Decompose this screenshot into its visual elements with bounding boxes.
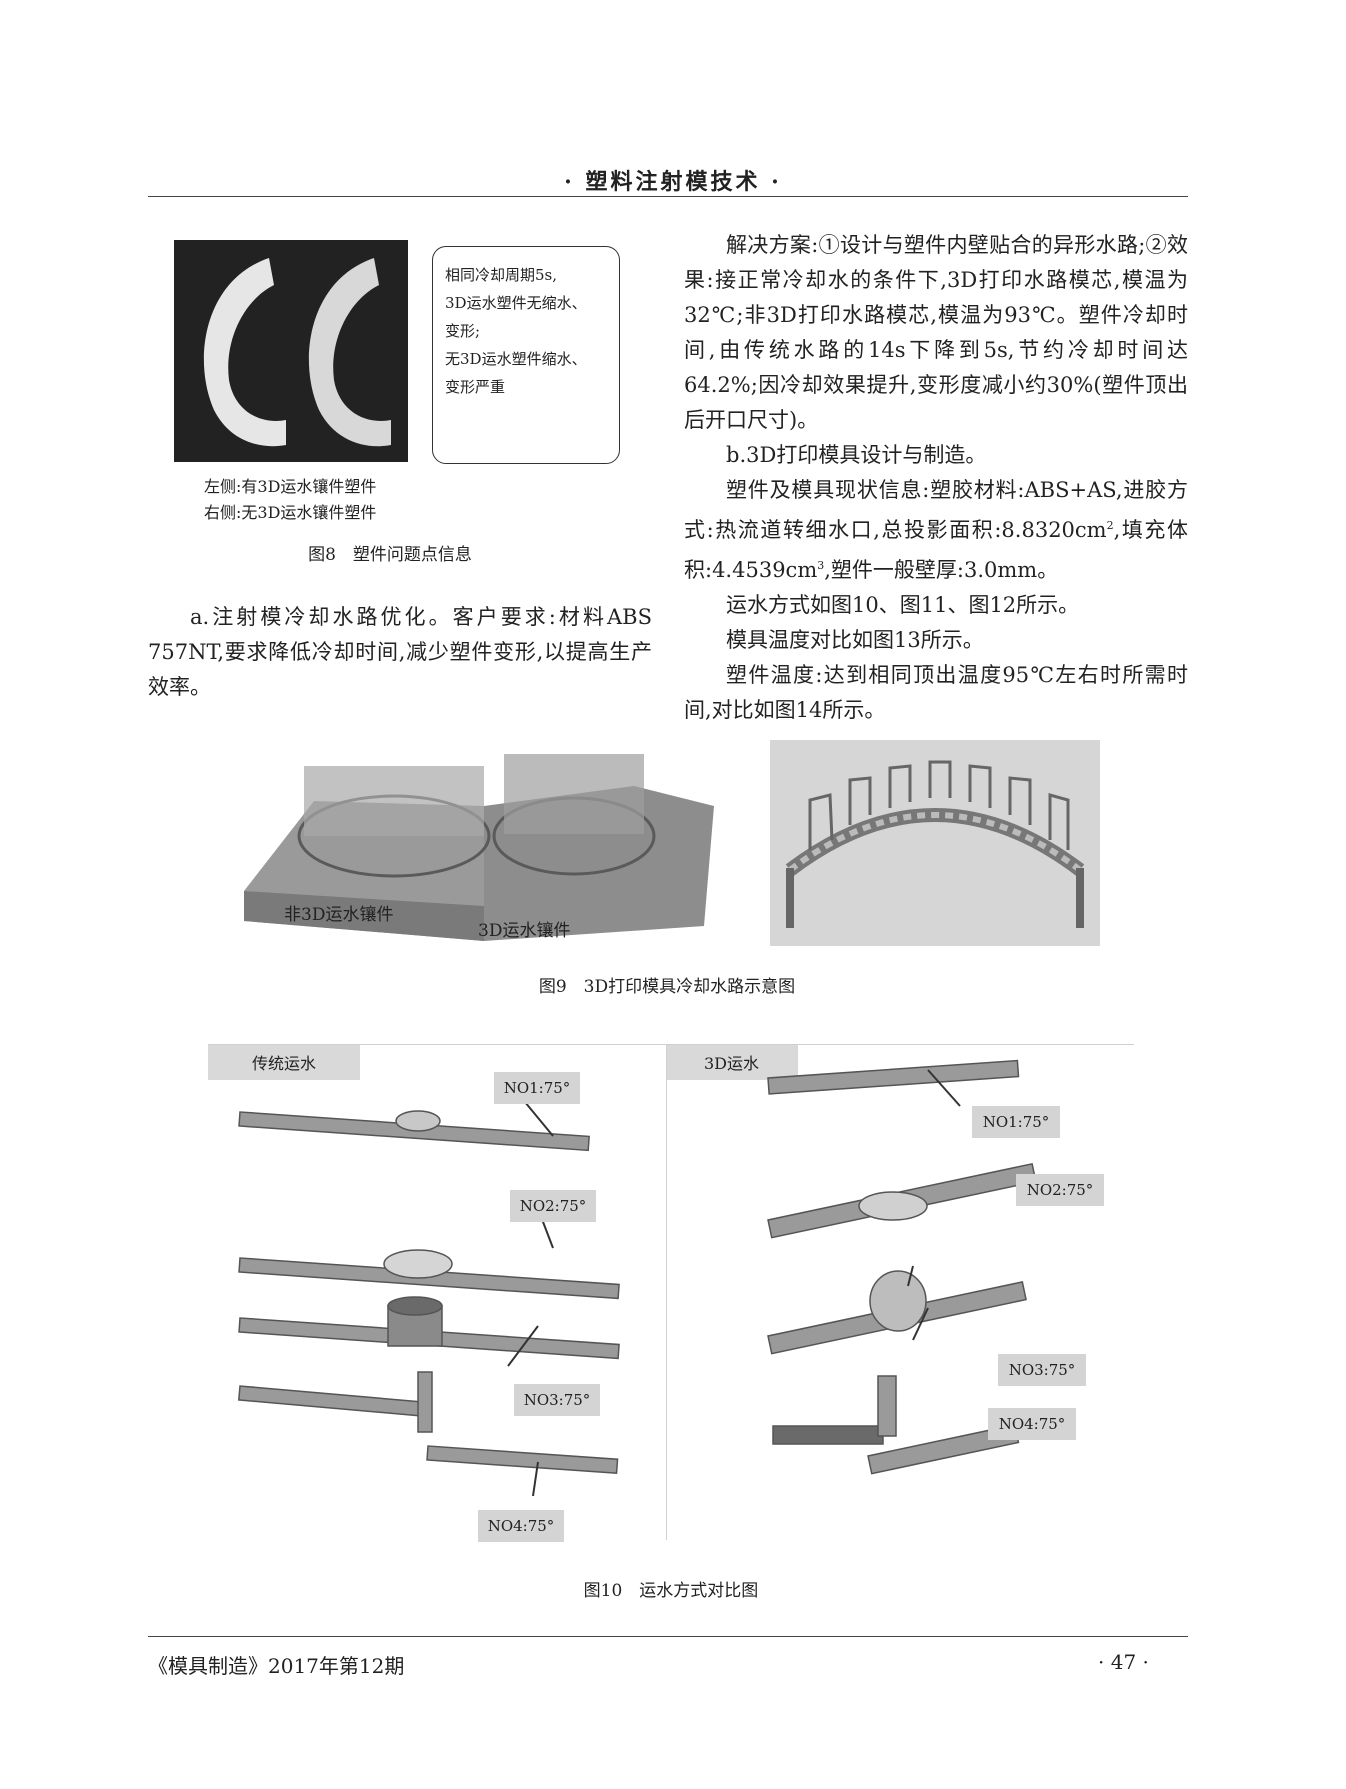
3d-label-no1: NO1:75° [972, 1106, 1060, 1138]
figure10-top-rule [208, 1044, 1134, 1045]
label-non3d-insert: 非3D运水镶件 [284, 905, 394, 925]
note-line: 3D运水塑件无缩水、 [445, 294, 587, 312]
figure10-divider [666, 1044, 667, 1540]
trad-label-no1: NO1:75° [494, 1072, 580, 1104]
note-line: 变形; [445, 322, 481, 340]
3d-label-no3: NO3:75° [998, 1354, 1086, 1386]
note-line: 无3D运水塑件缩水、 [445, 350, 587, 368]
cooling-pipes-drawing [237, 1059, 1037, 1497]
left-paragraph-1: a.注射模冷却水路优化。客户要求:材料ABS 757NT,要求降低冷却时间,减少… [148, 605, 652, 699]
figure8-photo-captions: 左侧:有3D运水镶件塑件 右侧:无3D运水镶件塑件 [204, 474, 376, 526]
p3-part-c: ,塑件一般壁厚:3.0mm。 [824, 558, 1059, 582]
tag-traditional-cooling: 传统运水 [208, 1044, 360, 1080]
running-header: · 塑料注射模技术 · [564, 169, 782, 195]
right-paragraph-1: 解决方案:①设计与塑件内壁贴合的异形水路;②效果:接正常冷却水的条件下,3D打印… [684, 233, 1188, 432]
figure10: 传统运水 3D运水 [208, 1036, 1134, 1542]
trad-label-no2: NO2:75° [510, 1190, 596, 1222]
mold-plates-drawing [244, 754, 714, 941]
figure9-channel-render [770, 740, 1100, 946]
footer-rule [148, 1636, 1188, 1637]
3d-label-no2: NO2:75° [1016, 1174, 1104, 1206]
right-paragraph-6: 塑件温度:达到相同顶出温度95℃左右时所需时间,对比如图14所示。 [684, 663, 1188, 722]
trad-label-no3: NO3:75° [514, 1384, 600, 1416]
header-rule [148, 196, 1188, 197]
figure9-caption: 图9 3D打印模具冷却水路示意图 [538, 977, 796, 997]
p3-sup-1: 2 [1106, 519, 1114, 532]
right-paragraph-2: b.3D打印模具设计与制造。 [726, 443, 987, 467]
note-line: 相同冷却周期5s, [445, 266, 558, 284]
3d-label-no4: NO4:75° [988, 1408, 1076, 1440]
p3-part-b: ,填充体积:4.4539cm [684, 518, 1188, 582]
figure8-note-box: 相同冷却周期5s, 3D运水塑件无缩水、 变形; 无3D运水塑件缩水、 变形严重 [432, 246, 620, 464]
right-paragraph-3: 塑件及模具现状信息:塑胶材料:ABS+AS,进胶方式:热流道转细水口,总投影面积… [684, 473, 1188, 588]
right-paragraph-4: 运水方式如图10、图11、图12所示。 [726, 593, 1080, 617]
figure8-caption: 图8 塑件问题点信息 [308, 545, 472, 565]
right-paragraph-5: 模具温度对比如图13所示。 [726, 628, 984, 652]
photo-caption-left: 左侧:有3D运水镶件塑件 [204, 477, 377, 496]
trad-label-no4: NO4:75° [478, 1510, 564, 1542]
note-line: 变形严重 [445, 378, 506, 396]
p3-sup-2: 3 [817, 559, 825, 572]
conformal-channel-drawing [785, 760, 1085, 928]
p3-part-a: 塑件及模具现状信息:塑胶材料:ABS+AS,进胶方式:热流道转细水口,总投影面积… [684, 478, 1188, 542]
journal-issue: 《模具制造》2017年第12期 [148, 1654, 405, 1678]
figure9-mold-render: 非3D运水镶件 3D运水镶件 [234, 726, 718, 946]
arc-parts-image [174, 240, 408, 462]
right-column-text: 解决方案:①设计与塑件内壁贴合的异形水路;②效果:接正常冷却水的条件下,3D打印… [684, 228, 1188, 728]
page-number: · 47 · [1098, 1650, 1149, 1674]
figure10-caption: 图10 运水方式对比图 [583, 1581, 759, 1601]
tag-3d-cooling: 3D运水 [666, 1044, 798, 1080]
figure8-photo [174, 240, 408, 462]
photo-caption-right: 右侧:无3D运水镶件塑件 [204, 503, 377, 522]
label-3d-insert: 3D运水镶件 [478, 921, 571, 941]
